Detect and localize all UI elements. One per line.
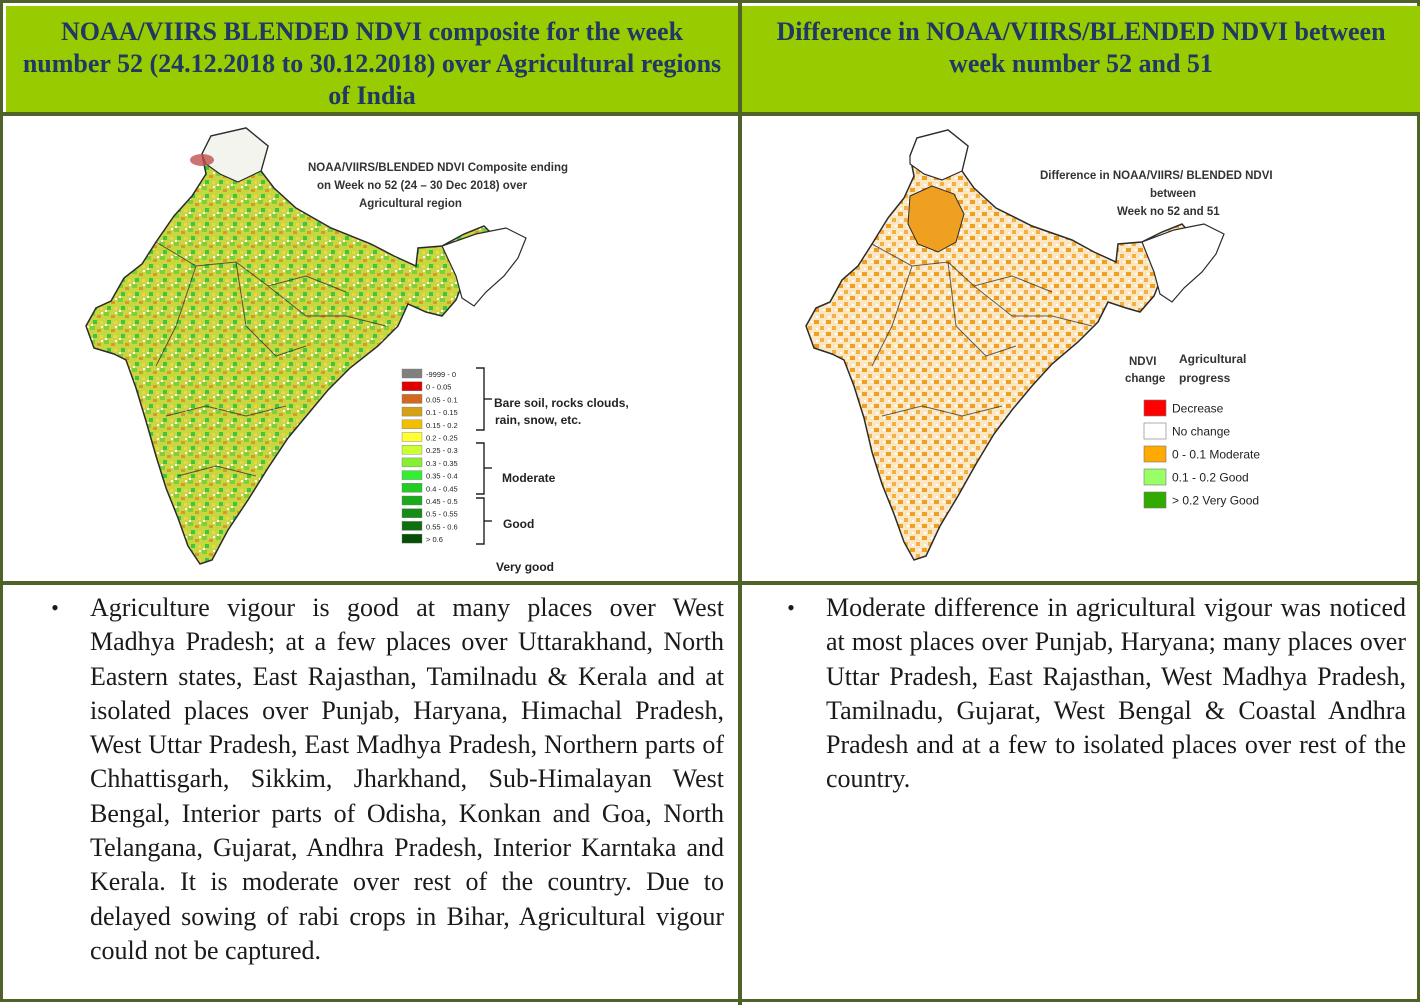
legend-swatch [401,445,423,455]
legend-swatch [401,508,423,518]
legend-label: 0.45 - 0.5 [426,497,458,506]
legend-label: 0.55 - 0.6 [426,522,458,531]
legend-swatch [401,457,423,468]
legend-label: 0.2 - 0.25 [426,434,458,443]
legend-label: 0.3 - 0.35 [426,459,458,468]
legend-swatch [1143,445,1167,463]
legend-swatch [401,533,423,544]
legend-swatch [1143,491,1167,509]
legend-group-moderate: Moderate [502,471,556,485]
ndvi-difference-map-panel: Difference in NOAA/VIIRS/ BLENDED NDVI b… [742,116,1420,581]
legend-label: -9999 - 0 [426,370,456,379]
legend-label: 0.5 - 0.55 [426,510,458,519]
difference-legend: Decrease No change 0 - 0.1 Moderate 0.1 - 0… [1143,399,1260,509]
ndvi-composite-map-panel: NOAA/VIIRS/BLENDED NDVI Composite ending… [6,116,738,581]
bullet-marker: • [787,595,795,620]
map-left-title-line2: on Week no 52 (24 – 30 Dec 2018) over [317,180,528,192]
legend-label: 0 - 0.05 [426,383,451,392]
india-ndvi-shape [85,127,501,565]
legend-swatch [401,368,423,379]
legend-swatch [401,394,423,404]
map-left-title-line1: NOAA/VIIRS/BLENDED NDVI Composite ending [308,162,568,174]
northeast-difference-shape [1141,223,1225,303]
legend-group-bare-1: Bare soil, rocks clouds, [494,396,629,410]
legend-swatch [401,495,423,506]
legend-swatch [401,432,423,442]
legend-head-agricultural: Agricultural [1179,352,1246,366]
legend-label: 0 - 0.1 Moderate [1172,448,1260,462]
bullet-marker: • [51,595,59,620]
ndvi-legend: -9999 - 0 0 - 0.05 0.05 - 0.1 0.1 - 0.15 0.1… [401,368,458,544]
row-divider-maps [3,581,1420,585]
legend-brackets [476,367,492,545]
legend-label: 0.4 - 0.45 [426,484,458,493]
legend-group-good: Good [503,517,534,531]
map-right-title-line3: Week no 52 and 51 [1117,206,1220,218]
ndvi-difference-map: Difference in NOAA/VIIRS/ BLENDED NDVI b… [805,129,1273,561]
legend-swatch [401,419,423,429]
legend-label: 0.35 - 0.4 [426,472,458,481]
legend-swatch [401,470,423,480]
legend-swatch [1143,399,1167,417]
legend-head-ndvi: NDVI [1129,356,1156,368]
row-divider-header [3,112,1420,116]
legend-label: > 0.6 [426,535,443,544]
map-right-title-line1: Difference in NOAA/VIIRS/ BLENDED NDVI [1040,170,1273,182]
legend-head-progress: progress [1179,371,1231,385]
ndvi-composite-description: • Agriculture vigour is good at many pla… [6,585,738,1002]
legend-label: 0.15 - 0.2 [426,421,458,430]
difference-description-text: Moderate difference in agricultural vigo… [826,593,1406,794]
legend-head-change: change [1125,373,1165,385]
state-boundaries [155,241,387,477]
north-difference-shape [909,129,969,181]
legend-swatch [401,483,423,493]
legend-group-very-good: Very good [496,560,554,574]
legend-label: 0.05 - 0.1 [426,395,458,404]
legend-swatch [401,521,423,531]
legend-label: 0.1 - 0.15 [426,408,458,417]
legend-swatch [1143,468,1167,486]
legend-label: Decrease [1172,402,1224,416]
legend-swatch [401,381,423,391]
ndvi-difference-description: • Moderate difference in agricultural vi… [742,585,1420,1002]
legend-swatch [401,406,423,417]
header-ndvi-difference: Difference in NOAA/VIIRS/BLENDED NDVI be… [742,6,1420,112]
india-difference-shape [805,129,1197,561]
legend-label: > 0.2 Very Good [1172,494,1259,508]
legend-label: No change [1172,425,1230,439]
legend-label: 0.1 - 0.2 Good [1172,471,1249,485]
header-ndvi-composite: NOAA/VIIRS BLENDED NDVI composite for th… [6,6,738,112]
punjab-haryana-shape [907,185,965,253]
legend-label: 0.25 - 0.3 [426,446,458,455]
legend-group-bare-2: rain, snow, etc. [495,413,581,427]
northeast-ndvi-shape [441,227,527,307]
column-divider [738,3,742,1005]
state-boundaries-diff [871,243,1093,417]
legend-swatch [1143,422,1167,440]
map-left-title-line3: Agricultural region [359,198,462,210]
ndvi-composite-map: NOAA/VIIRS/BLENDED NDVI Composite ending… [85,127,629,574]
composite-description-text: Agriculture vigour is good at many place… [90,593,724,965]
map-right-title-line2: between [1150,188,1196,200]
